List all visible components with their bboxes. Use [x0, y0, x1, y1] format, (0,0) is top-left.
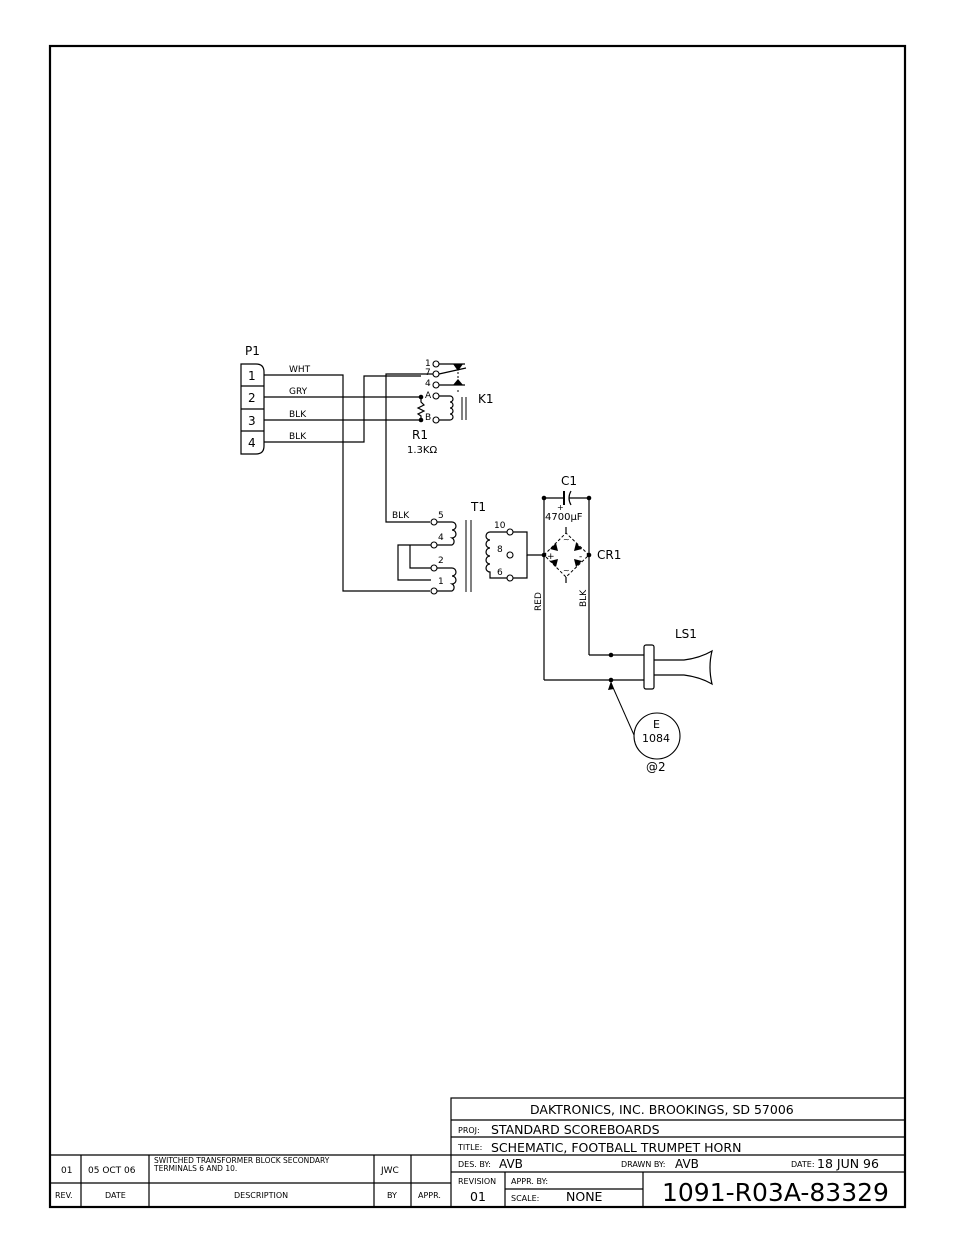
svg-text:4: 4 — [425, 379, 431, 389]
svg-text:-: - — [579, 552, 582, 562]
rev-description-1: SWITCHED TRANSFORMER BLOCK SECONDARY — [154, 1156, 330, 1165]
svg-text:PROJ:: PROJ: — [458, 1126, 480, 1135]
speaker-ls1: LS1 — [544, 627, 713, 690]
svg-text:A: A — [425, 391, 432, 401]
svg-text:7: 7 — [425, 368, 431, 378]
wire-label-blk-4: BLK — [289, 432, 307, 442]
relay-k1: 1 7 4 A B K1 — [416, 359, 494, 424]
svg-text:5: 5 — [438, 511, 444, 521]
svg-text:APPR.: APPR. — [418, 1191, 441, 1200]
drawing-border — [48, 44, 907, 1209]
drawn-by: AVB — [675, 1157, 699, 1171]
svg-text:DRAWN BY:: DRAWN BY: — [621, 1160, 665, 1169]
p1-pin-2: 2 — [248, 391, 256, 405]
wire-label-blk-3: BLK — [289, 410, 307, 420]
wire-label-wht: WHT — [289, 365, 311, 375]
reference-bubble-e1084: E 1084 @2 — [608, 681, 681, 774]
svg-text:BY: BY — [387, 1191, 397, 1200]
rev-date: 05 OCT 06 — [88, 1166, 136, 1176]
svg-text:+: + — [557, 503, 564, 512]
ref-letter: E — [653, 718, 660, 731]
date: 18 JUN 96 — [817, 1156, 879, 1171]
svg-text:APPR. BY:: APPR. BY: — [511, 1177, 548, 1186]
capacitor-c1: C1 + 4700μF — [541, 474, 592, 523]
svg-text:REVISION: REVISION — [458, 1177, 496, 1186]
transformer-t1: T1 5 4 2 1 10 8 6 — [397, 500, 514, 595]
svg-text:4: 4 — [438, 533, 444, 543]
project: STANDARD SCOREBOARDS — [491, 1122, 660, 1137]
ref-number: 1084 — [642, 732, 670, 745]
svg-text:DATE: DATE — [105, 1191, 126, 1200]
rev-description-2: TERMINALS 6 AND 10. — [153, 1164, 237, 1173]
svg-text:+: + — [547, 552, 555, 562]
k1-label: K1 — [478, 392, 494, 406]
svg-text:2: 2 — [438, 556, 444, 566]
p1-label: P1 — [245, 344, 260, 358]
scale: NONE — [566, 1189, 603, 1204]
wire-label-blk-t1: BLK — [392, 511, 410, 521]
rev-by: JWC — [380, 1166, 399, 1176]
c1-value: 4700μF — [545, 512, 583, 523]
company: DAKTRONICS, INC. BROOKINGS, SD 57006 — [530, 1102, 794, 1117]
drawing-title: SCHEMATIC, FOOTBALL TRUMPET HORN — [491, 1140, 741, 1155]
bridge-rectifier-cr1: + - ~ ~ CR1 — [541, 498, 621, 680]
svg-text:1: 1 — [425, 359, 431, 369]
svg-text:8: 8 — [497, 545, 503, 555]
svg-text:DESCRIPTION: DESCRIPTION — [234, 1191, 288, 1200]
p1-pin-1: 1 — [248, 369, 256, 383]
p1-pin-3: 3 — [248, 414, 256, 428]
ls1-label: LS1 — [675, 627, 697, 641]
svg-text:~: ~ — [563, 535, 570, 544]
svg-text:TITLE:: TITLE: — [457, 1143, 482, 1152]
svg-text:REV.: REV. — [55, 1191, 73, 1200]
r1-label: R1 — [412, 428, 428, 442]
svg-text:1: 1 — [438, 577, 444, 587]
connector-p1: P1 1 2 3 4 — [240, 344, 265, 455]
wire-label-gry: GRY — [289, 387, 308, 397]
svg-text:B: B — [425, 413, 431, 423]
revision: 01 — [470, 1189, 486, 1204]
svg-text:SCALE:: SCALE: — [511, 1194, 539, 1203]
wire-label-blk-out: BLK — [579, 589, 589, 607]
c1-label: C1 — [561, 474, 577, 488]
svg-text:6: 6 — [497, 568, 503, 578]
p1-pin-4: 4 — [248, 436, 256, 450]
drawing-number: 1091-R03A-83329 — [662, 1178, 889, 1207]
svg-text:10: 10 — [494, 521, 506, 531]
svg-text:DATE:: DATE: — [791, 1160, 815, 1169]
p1-wiring — [264, 374, 430, 592]
ref-note: @2 — [646, 760, 666, 774]
cr1-label: CR1 — [597, 548, 621, 562]
svg-text:~: ~ — [563, 566, 570, 575]
r1-value: 1.3KΩ — [407, 445, 437, 456]
rev-number: 01 — [61, 1166, 72, 1176]
t1-label: T1 — [470, 500, 486, 514]
revision-block: 01 05 OCT 06 SWITCHED TRANSFORMER BLOCK … — [50, 1154, 451, 1207]
des-by: AVB — [499, 1157, 523, 1171]
title-block: DAKTRONICS, INC. BROOKINGS, SD 57006 PRO… — [450, 1097, 906, 1208]
svg-text:DES. BY:: DES. BY: — [458, 1160, 491, 1169]
wire-label-red: RED — [534, 592, 544, 611]
